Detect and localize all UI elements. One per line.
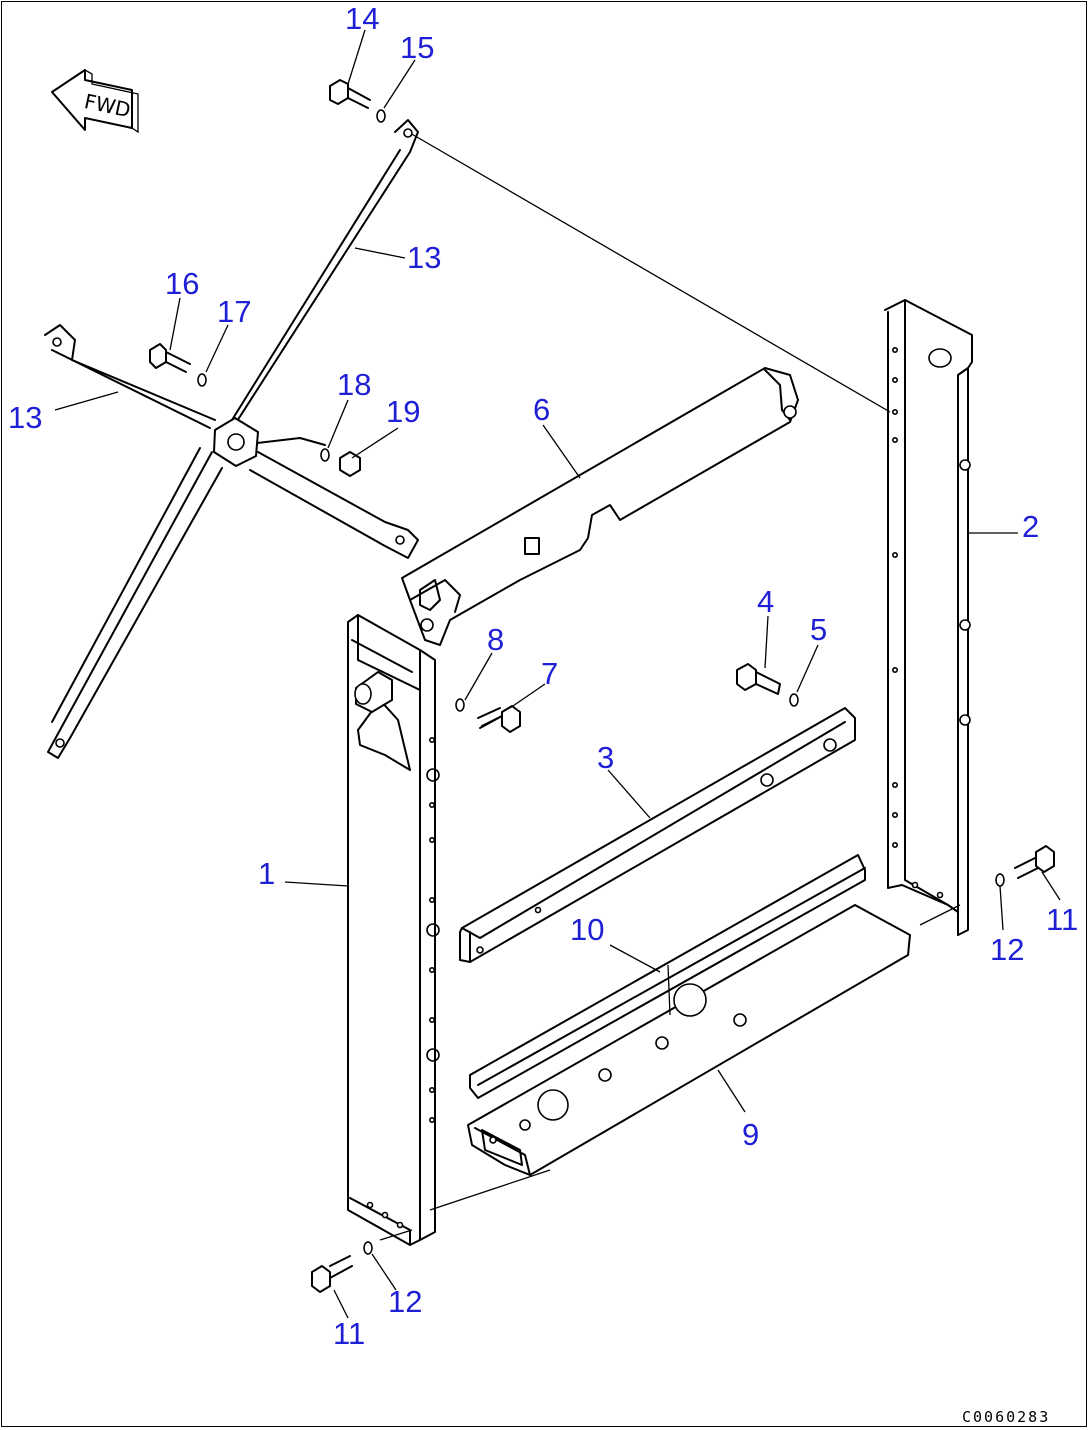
bolt-16-icon [149,343,191,373]
callout-8: 8 [487,622,504,657]
callout-5: 5 [810,612,827,647]
callout-14: 14 [345,1,379,36]
part-13-short-brace [44,324,419,559]
leader-right-bottom [919,904,961,926]
callout-15: 15 [400,30,434,65]
callout-2: 2 [1022,509,1039,544]
bolt-7-icon [477,705,521,733]
washer-12-right-icon [995,873,1005,887]
callout-19: 19 [386,394,420,429]
fwd-label: FWD [82,89,133,122]
bolt-11-bottom-icon [311,1255,353,1293]
column-1-holes [366,736,440,1229]
callout-10: 10 [570,912,604,947]
callout-3: 3 [597,740,614,775]
callout-4: 4 [757,584,774,619]
leader-bottom [379,1229,413,1241]
alignment-line-lower [429,1169,551,1211]
callout-11-right: 11 [1046,902,1078,937]
callout-13-upper: 13 [407,240,441,275]
callout-16: 16 [165,266,199,301]
bolt-4-icon [736,663,781,695]
part-13-long-brace [47,119,419,759]
bolt-11-right-icon [1014,845,1055,879]
callout-12-right: 12 [990,932,1024,967]
callout-12-bottom: 12 [388,1284,422,1319]
washer-8-icon [455,698,465,712]
drawing-code: C0060283 [962,1408,1050,1426]
part-10-bar [469,854,866,1099]
part-2-right-column [884,299,973,936]
bolt-14-icon [329,79,371,109]
callout-18: 18 [337,367,371,402]
fwd-arrow-icon: FWD [51,69,139,134]
part-1-left-column [347,614,440,1246]
washer-17-icon [197,373,207,387]
callout-17: 17 [217,294,251,329]
nut-19-icon [339,451,361,477]
leader-lines [54,29,1061,1319]
callout-9: 9 [742,1117,759,1152]
callout-13-left: 13 [8,400,42,435]
callout-11-bottom: 11 [333,1316,365,1351]
washer-5-icon [789,693,799,707]
washer-18-icon [320,448,330,462]
washer-15-icon [376,109,386,123]
part-9-bottom-plate [467,904,911,1176]
washer-12-bottom-icon [363,1241,373,1255]
alignment-line [409,132,891,413]
part-3-middle-beam [459,707,856,963]
callout-7: 7 [541,656,558,691]
callout-1: 1 [258,856,275,891]
part-6-upper-beam [401,367,799,646]
column-2-holes [891,346,971,899]
callout-6: 6 [533,392,550,427]
